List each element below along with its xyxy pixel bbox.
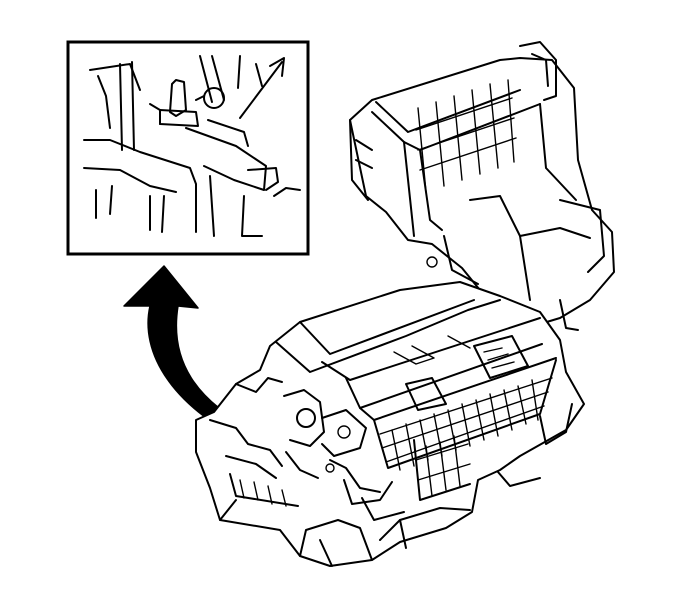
front-grille (373, 359, 557, 471)
blower-housing (349, 41, 615, 331)
actuator-linkage (283, 389, 405, 521)
detail-inset (66, 40, 310, 256)
inset-linework (83, 55, 301, 237)
inset-frame (66, 40, 310, 256)
hvac-module (195, 41, 615, 567)
filter-grid-upper (415, 79, 517, 193)
lower-case (195, 281, 585, 567)
